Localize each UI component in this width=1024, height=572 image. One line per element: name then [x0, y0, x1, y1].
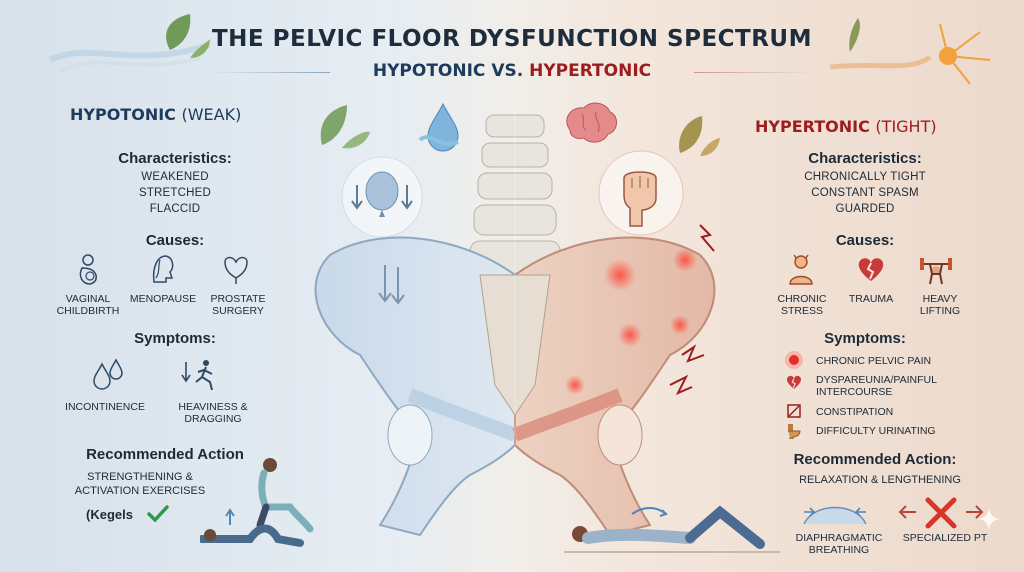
action-diaphragmatic-breathing: DIAPHRAGMATIC BREATHING: [795, 532, 883, 556]
subtitle-hypertonic: HYPERTONIC: [529, 61, 652, 81]
water-drops-icon: [93, 358, 123, 390]
cause-trauma: TRAUMA: [848, 293, 894, 305]
hypo-causes-heading: Causes:: [145, 232, 205, 249]
action-specialized-pt: SPECIALIZED PT: [902, 532, 988, 544]
hypo-action-heading: Recommended Action: [86, 446, 244, 463]
prostate-icon: [224, 256, 248, 284]
pregnant-mother-icon: [79, 254, 97, 285]
leaf-wave-icon: [50, 14, 210, 74]
symptom-difficulty-urinating: DIFFICULTY URINATING: [816, 425, 936, 437]
hypo-symptoms-heading: Symptoms:: [134, 330, 216, 347]
broken-heart-icon: [858, 258, 884, 281]
symptom-incontinence: INCONTINENCE: [65, 401, 145, 413]
cause-prostate-surgery: PROSTATE SURGERY: [210, 293, 266, 317]
symptom-constipation: CONSTIPATION: [816, 406, 894, 418]
kegel-exercise-illustration: [200, 458, 314, 547]
symptom-heaviness: HEAVINESS & DRAGGING: [178, 401, 248, 425]
hyper-characteristic-1: CHRONICALLY TIGHT: [804, 171, 926, 183]
cause-chronic-stress: CHRONIC STRESS: [777, 293, 827, 317]
hypotonic-subtitle: (WEAK): [181, 105, 242, 124]
toilet-icon: [788, 424, 801, 439]
symptom-dyspareunia: DYSPAREUNIA/PAINFUL INTERCOURSE: [816, 374, 937, 398]
hypo-characteristic-3: FLACCID: [149, 203, 201, 215]
cause-vaginal-childbirth: VAGINAL CHILDBIRTH: [56, 293, 120, 317]
walking-person-icon: [181, 360, 213, 391]
weightlifter-icon: [920, 258, 952, 285]
hyper-action-text: RELAXATION & LENGTHENING: [799, 474, 961, 486]
hyper-characteristic-2: CONSTANT SPASM: [811, 187, 919, 199]
water-drop-icon: [418, 102, 459, 152]
lying-breathing-illustration: [564, 505, 780, 553]
hypertonic-heading: HYPERTONIC (TIGHT): [755, 117, 937, 136]
subtitle-rule-right: [694, 72, 814, 73]
red-x-icon: [898, 497, 984, 529]
hyper-characteristics-heading: Characteristics:: [808, 150, 922, 167]
autumn-leaves-icon: [679, 116, 720, 156]
cause-heavy-lifting: HEAVY LIFTING: [919, 293, 961, 317]
deflated-balloon-icon: [341, 156, 423, 238]
hypertonic-title: HYPERTONIC: [755, 117, 870, 136]
hypotonic-heading: HYPOTONIC (WEAK): [70, 105, 241, 124]
page-title: THE PELVIC FLOOR DYSFUNCTION SPECTRUM: [211, 26, 812, 52]
diaphragm-icon: [803, 506, 867, 525]
subtitle-hypotonic: HYPOTONIC VS.: [372, 61, 524, 81]
leaves-icon: [320, 105, 370, 149]
pelvis-illustration: [314, 85, 716, 572]
neuron-icon: [830, 18, 991, 85]
stressed-person-icon: [789, 254, 813, 285]
broken-heart-small-icon: [787, 375, 801, 389]
cause-menopause: MENOPAUSE: [129, 293, 197, 305]
hyper-action-heading: Recommended Action:: [793, 451, 957, 468]
page-subtitle: HYPOTONIC VS. HYPERTONIC: [0, 61, 1024, 81]
hyper-causes-heading: Causes:: [835, 232, 895, 249]
subtitle-rule-left: [210, 72, 330, 73]
hypo-characteristic-1: WEAKENED: [141, 171, 209, 183]
hypo-action-text: STRENGTHENING & ACTIVATION EXERCISES: [74, 471, 206, 497]
pain-dot-icon: [785, 351, 803, 369]
woman-head-icon: [152, 255, 174, 283]
sparkle-icon: [978, 508, 1000, 530]
checkmark-icon: [147, 505, 169, 523]
hypo-action-note: (Kegels: [86, 507, 133, 522]
hypertonic-subtitle: (TIGHT): [875, 117, 937, 136]
blocked-icon: [787, 404, 801, 418]
clenched-fist-icon: [598, 150, 684, 236]
symptom-chronic-pelvic-pain: CHRONIC PELVIC PAIN: [816, 355, 932, 367]
hypotonic-title: HYPOTONIC: [70, 105, 176, 124]
hypo-characteristic-2: STRETCHED: [138, 187, 212, 199]
brain-icon: [566, 102, 617, 143]
hypo-characteristics-heading: Characteristics:: [118, 150, 232, 167]
hyper-characteristic-3: GUARDED: [835, 203, 895, 215]
hyper-symptoms-heading: Symptoms:: [824, 330, 906, 347]
